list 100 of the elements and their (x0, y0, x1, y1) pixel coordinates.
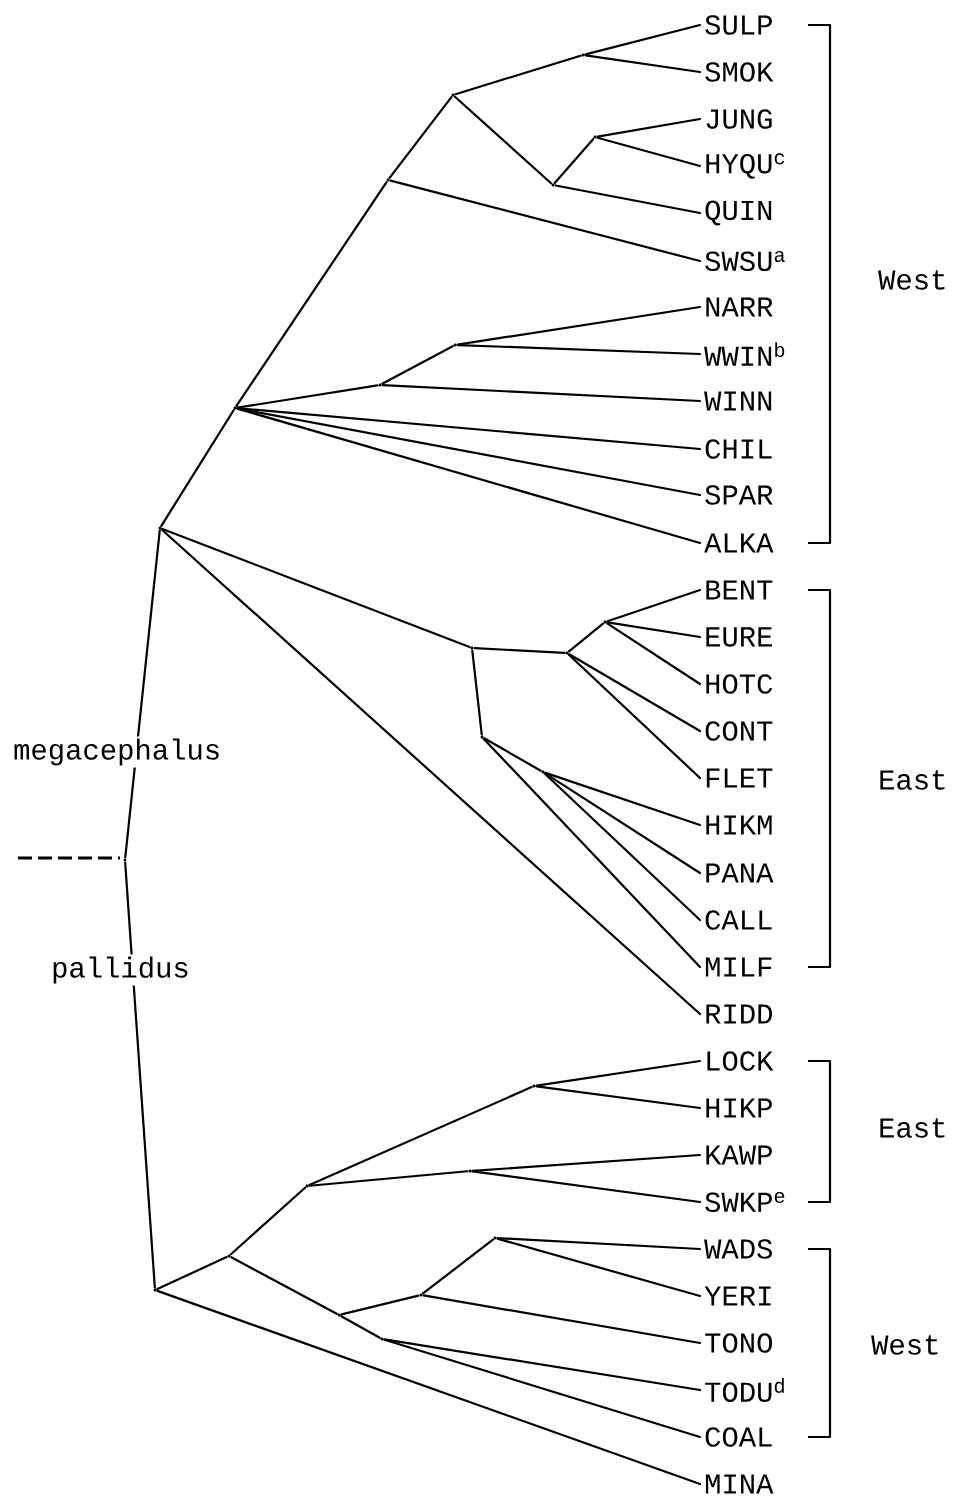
branch-point (593, 135, 597, 139)
taxon-label: SWKP$^{e}$ (705, 1191, 785, 1213)
taxon-label: SPAR (705, 485, 773, 505)
branch-point (541, 770, 545, 774)
taxon-label: TONO (705, 1333, 772, 1353)
tree-branch (236, 407, 702, 451)
branch-point (480, 735, 484, 739)
tree-branch (236, 407, 702, 497)
branch-point (227, 1254, 231, 1258)
branch-point (378, 383, 382, 387)
tree-branch (535, 1085, 702, 1110)
tree-branch (606, 621, 702, 639)
branch-point (453, 343, 457, 347)
tree-branch (456, 305, 702, 346)
taxon-label: EURE (706, 627, 772, 647)
branch-point (551, 183, 555, 187)
taxon-label: PANA (706, 863, 774, 883)
tree-branch (236, 384, 379, 409)
branch-point (153, 1288, 157, 1292)
tree-branch (496, 1237, 702, 1251)
tree-branch (421, 1238, 495, 1295)
tree-branch (340, 1294, 420, 1316)
branch-point (451, 93, 455, 97)
branch-point (158, 526, 162, 530)
taxon-label: HOTC (706, 674, 773, 694)
tree-branch (383, 1338, 702, 1392)
branch-point (468, 1169, 472, 1173)
tree-branch (543, 772, 702, 922)
taxon-label: HIKP (706, 1098, 772, 1118)
taxon-label: WINN (704, 391, 772, 411)
tree-branch (388, 95, 453, 180)
taxon-label: MINA (705, 1474, 774, 1494)
taxon-label: ALKA (704, 533, 774, 553)
taxon-label: NARR (706, 297, 773, 317)
tree-branch (471, 1170, 702, 1204)
tree-branch (482, 737, 702, 969)
branch-point (603, 620, 607, 624)
taxon-label: KAWP (706, 1145, 772, 1165)
branch-point (386, 178, 390, 182)
tree-branch (381, 384, 702, 403)
tree-branch (553, 137, 595, 185)
branch-point (532, 1084, 536, 1088)
branch-point (380, 1337, 384, 1341)
tree-branch (453, 95, 553, 185)
tree-branch (156, 1289, 702, 1486)
tree-branch (383, 1338, 702, 1439)
branch-point (419, 1293, 423, 1297)
tree-branch (596, 136, 702, 168)
tree-branch (568, 653, 702, 733)
taxon-label: CALL (705, 910, 772, 930)
tree-branch (454, 54, 582, 96)
tree-branch (554, 184, 702, 215)
taxon-label: RIDD (706, 1004, 772, 1024)
taxon-label: WWIN$^{b}$ (704, 342, 785, 366)
taxon-label: CHIL (705, 439, 772, 459)
tree-branch (483, 737, 542, 772)
tree-branch (230, 1256, 338, 1315)
group-label: pallidus (49, 954, 192, 986)
taxon-label: SMOK (705, 62, 774, 82)
branch-point (565, 651, 569, 655)
taxon-label: YERI (704, 1286, 771, 1306)
tree-branch (236, 407, 702, 545)
taxon-label: BENT (706, 580, 773, 600)
tree-branch (308, 1085, 533, 1187)
tree-branch (160, 409, 235, 527)
tree-branch (235, 181, 388, 407)
group-label: West (869, 1333, 943, 1357)
tree-branch (160, 528, 702, 1016)
tree-branch (308, 1170, 469, 1187)
taxon-label: MILF (705, 957, 772, 977)
tree-branch (471, 1153, 702, 1172)
tree-branch (567, 622, 605, 653)
tree-branch (596, 117, 702, 138)
branch-point (493, 1236, 497, 1240)
tree-branch (606, 622, 702, 686)
taxon-label: WADS (704, 1239, 772, 1259)
tree-branch (340, 1315, 381, 1339)
branch-point (233, 406, 237, 410)
group-label: megacephalus (11, 736, 224, 768)
taxon-label: CONT (705, 721, 773, 741)
taxon-label: HIKM (706, 815, 772, 835)
branch-point (470, 646, 474, 650)
tree-branch (584, 54, 702, 74)
tree-branch (156, 1256, 228, 1291)
tree-branch (381, 345, 454, 385)
tree-branch (496, 1237, 702, 1298)
branch-point (581, 53, 585, 57)
taxon-label: SWSU$^{a}$ (705, 250, 785, 272)
branch-point (123, 858, 127, 862)
group-label: East (876, 768, 950, 792)
taxon-label: COAL (705, 1427, 772, 1447)
branch-point (337, 1313, 341, 1317)
taxon-label: QUIN (705, 200, 772, 226)
tree-branch (456, 344, 702, 356)
tree-branch (124, 861, 156, 1289)
tree-branch (567, 653, 702, 780)
taxon-label: JUNG (706, 109, 772, 129)
taxon-label: LOCK (707, 1051, 774, 1071)
tree-branch (535, 1059, 702, 1087)
tree-branch (544, 771, 702, 827)
